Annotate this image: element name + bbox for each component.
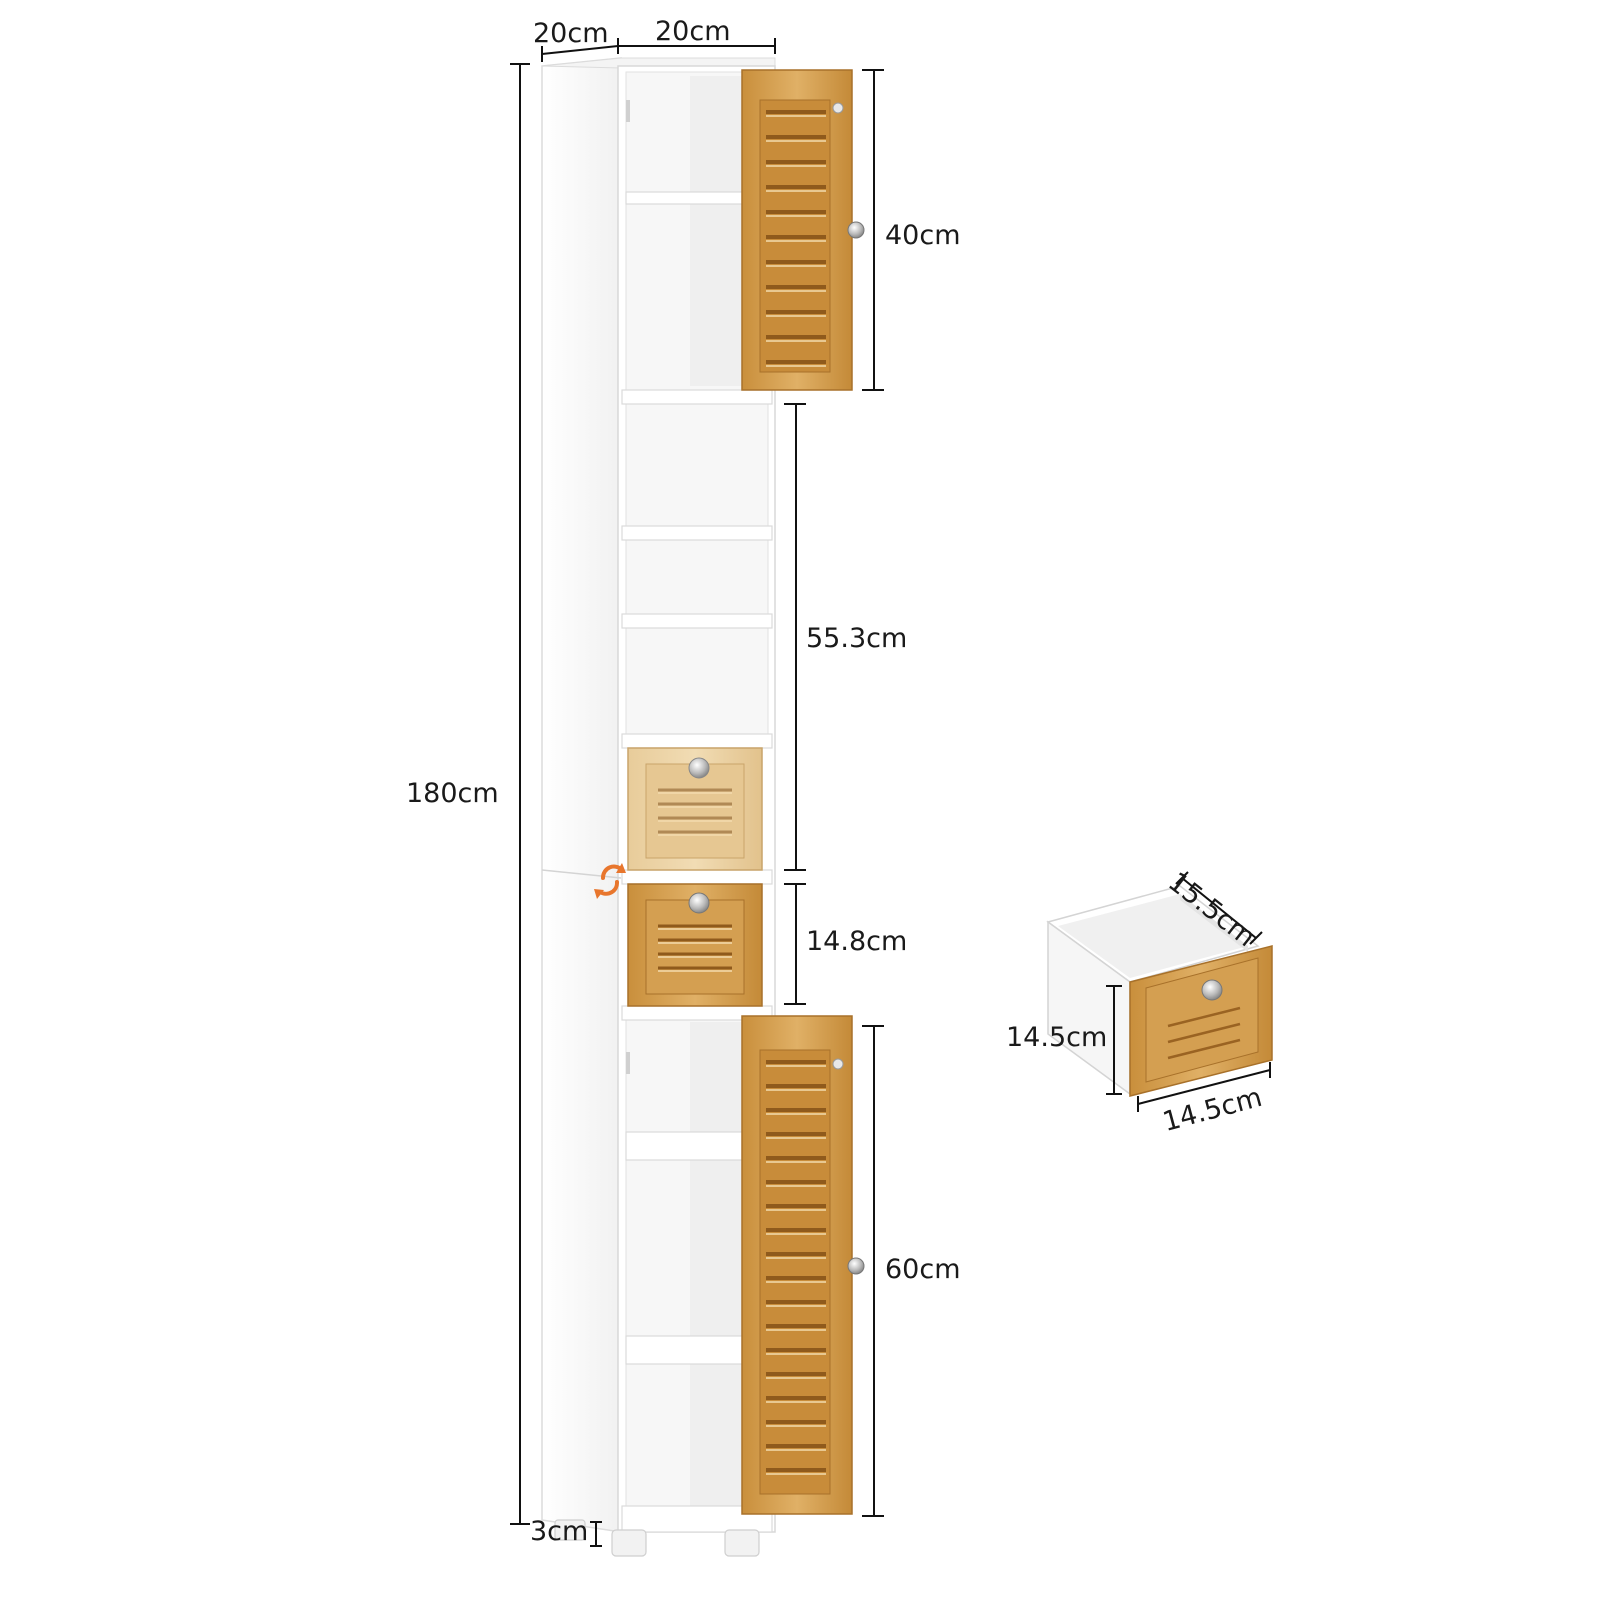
knob-icon <box>847 1257 865 1275</box>
bottom-door <box>741 1015 865 1515</box>
knob-icon <box>847 221 865 239</box>
top-door <box>741 69 865 391</box>
drawer-height-label: 14.8cm <box>806 926 908 957</box>
top-cabinet-height-label: 40cm <box>885 220 961 251</box>
leg-height-label: 3cm <box>530 1516 589 1547</box>
drawer-box-height-label: 14.5cm <box>1006 1022 1108 1053</box>
knob-icon <box>1201 979 1223 1001</box>
knob-icon <box>688 757 710 779</box>
lower-drawer <box>627 883 763 1007</box>
cabinet-side-panel <box>541 57 622 1533</box>
open-shelves-height-label: 55.3cm <box>806 623 908 654</box>
upper-drawer <box>627 747 763 871</box>
depth-label: 20cm <box>533 18 609 49</box>
width-label: 20cm <box>655 16 731 47</box>
rotate-icon <box>594 863 626 899</box>
drawer-detail <box>1046 871 1273 1112</box>
bottom-cabinet-height-label: 60cm <box>885 1254 961 1285</box>
dimension-lines <box>510 38 884 1547</box>
knob-icon <box>688 892 710 914</box>
cabinet-legs <box>554 1519 760 1557</box>
total-height-label: 180cm <box>406 778 499 809</box>
